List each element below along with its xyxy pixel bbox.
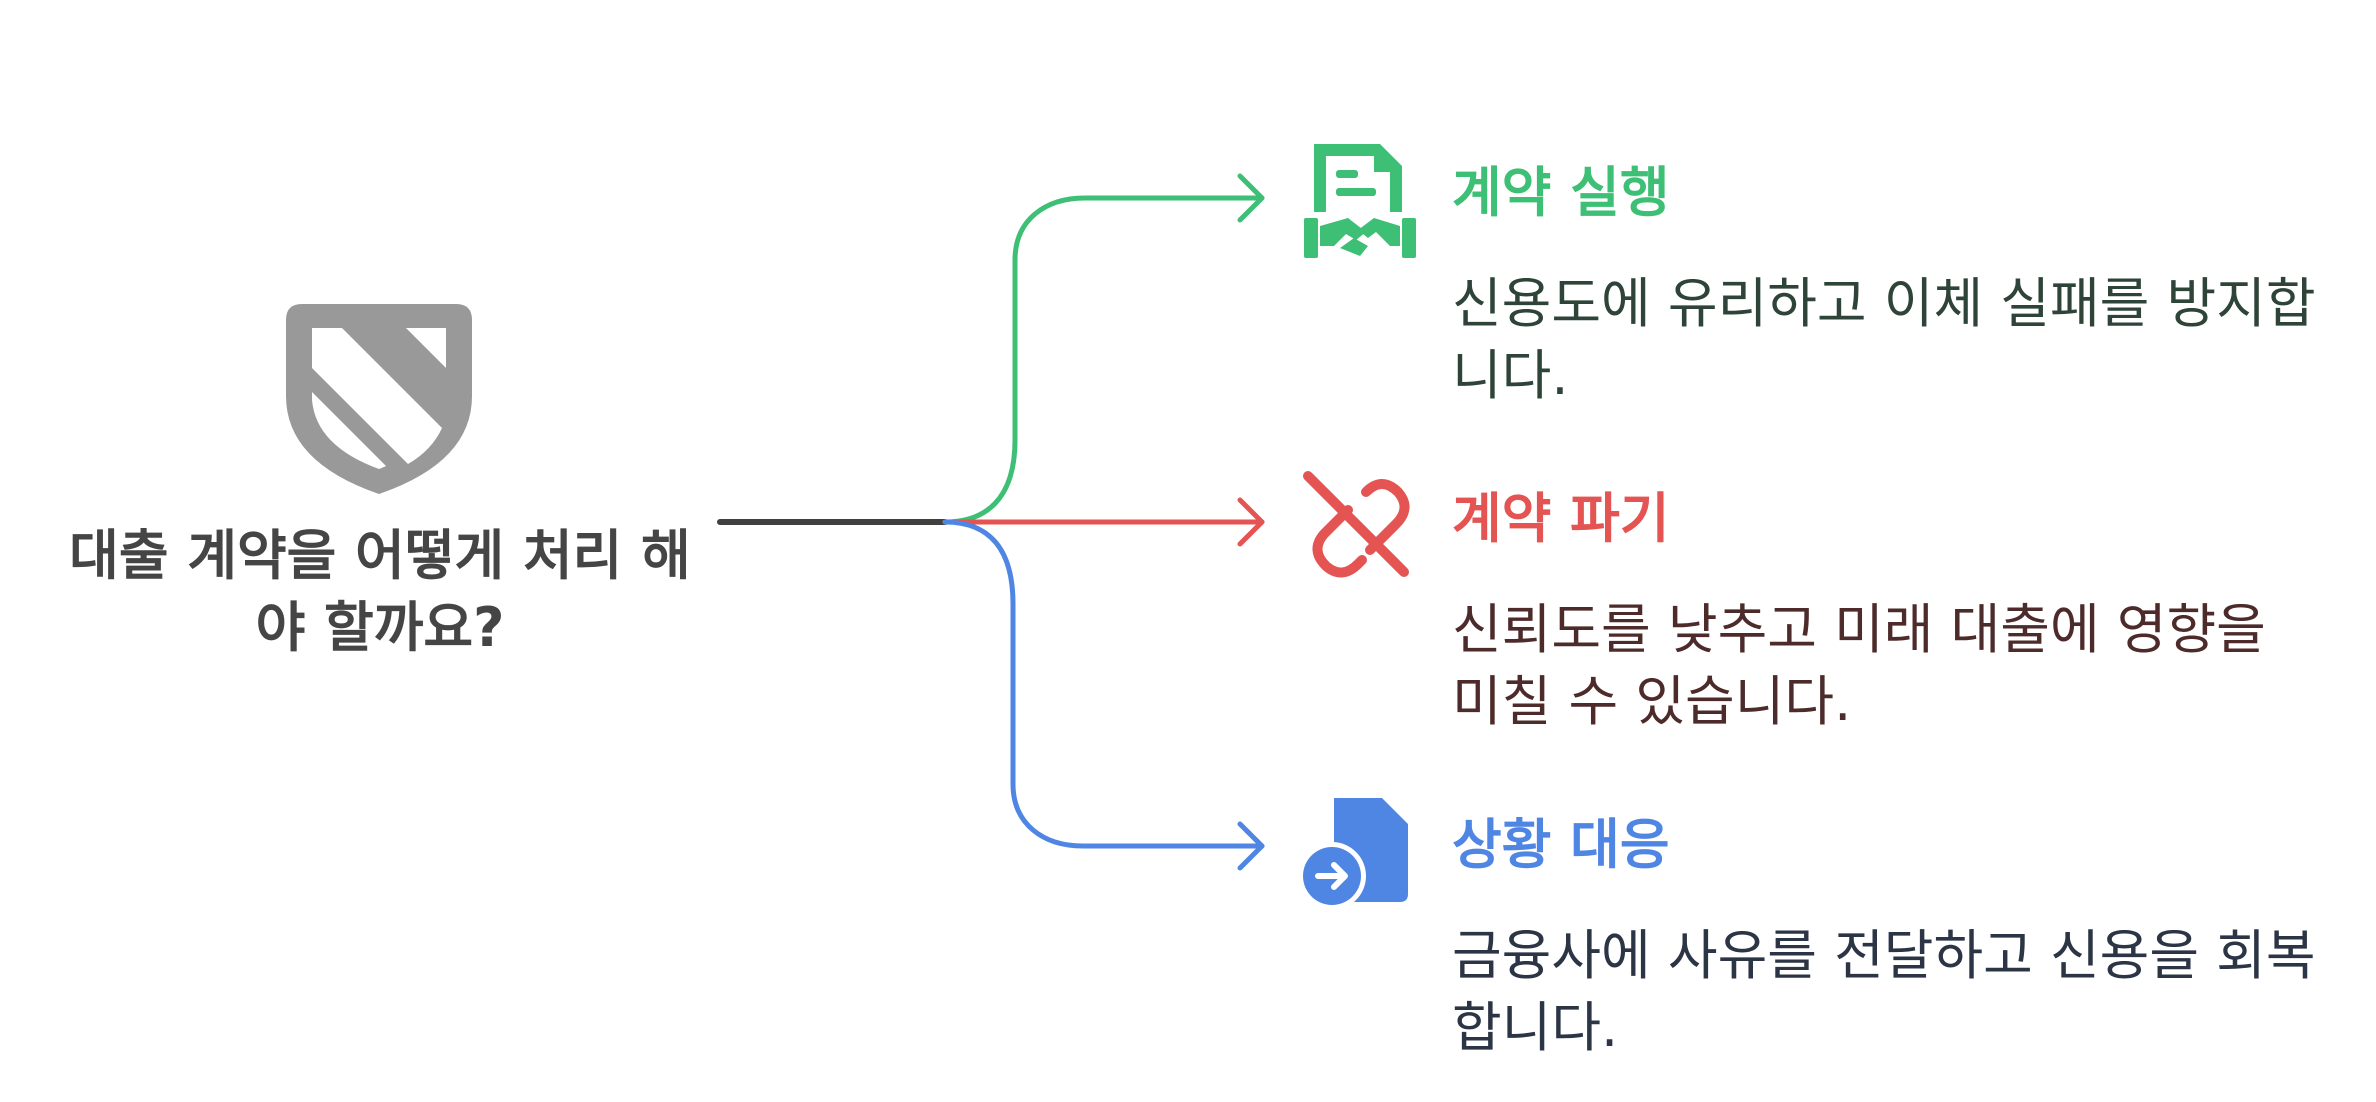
branch-3-line: [942, 519, 1265, 849]
branch-1-description: 신용도에 유리하고 이체 실패를 방지합니다.: [1452, 272, 2316, 407]
central-question: 대출 계약을 어떻게 처리 해야 할까요?: [69, 524, 691, 659]
branch-2-description: 신뢰도를 낮추고 미래 대출에 영향을 미칠 수 있습니다.: [1452, 598, 2266, 733]
branch-1-line: [942, 195, 1265, 525]
branch-3-description: 금융사에 사유를 전달하고 신용을 회복합니다.: [1452, 924, 2316, 1059]
broken-link-icon: [1303, 471, 1410, 578]
branch-1-title: 계약 실행: [1452, 161, 1670, 224]
branch-3-arrowhead: [1237, 821, 1265, 871]
shield-slash-icon: [286, 304, 472, 494]
branch-3-title: 상황 대응: [1452, 813, 1670, 876]
document-handshake-icon: [1304, 144, 1416, 258]
branch-2-title: 계약 파기: [1452, 487, 1670, 550]
branch-2-arrowhead: [1237, 497, 1265, 547]
branch-1-arrowhead: [1237, 173, 1265, 223]
file-forward-icon: [1298, 798, 1408, 910]
